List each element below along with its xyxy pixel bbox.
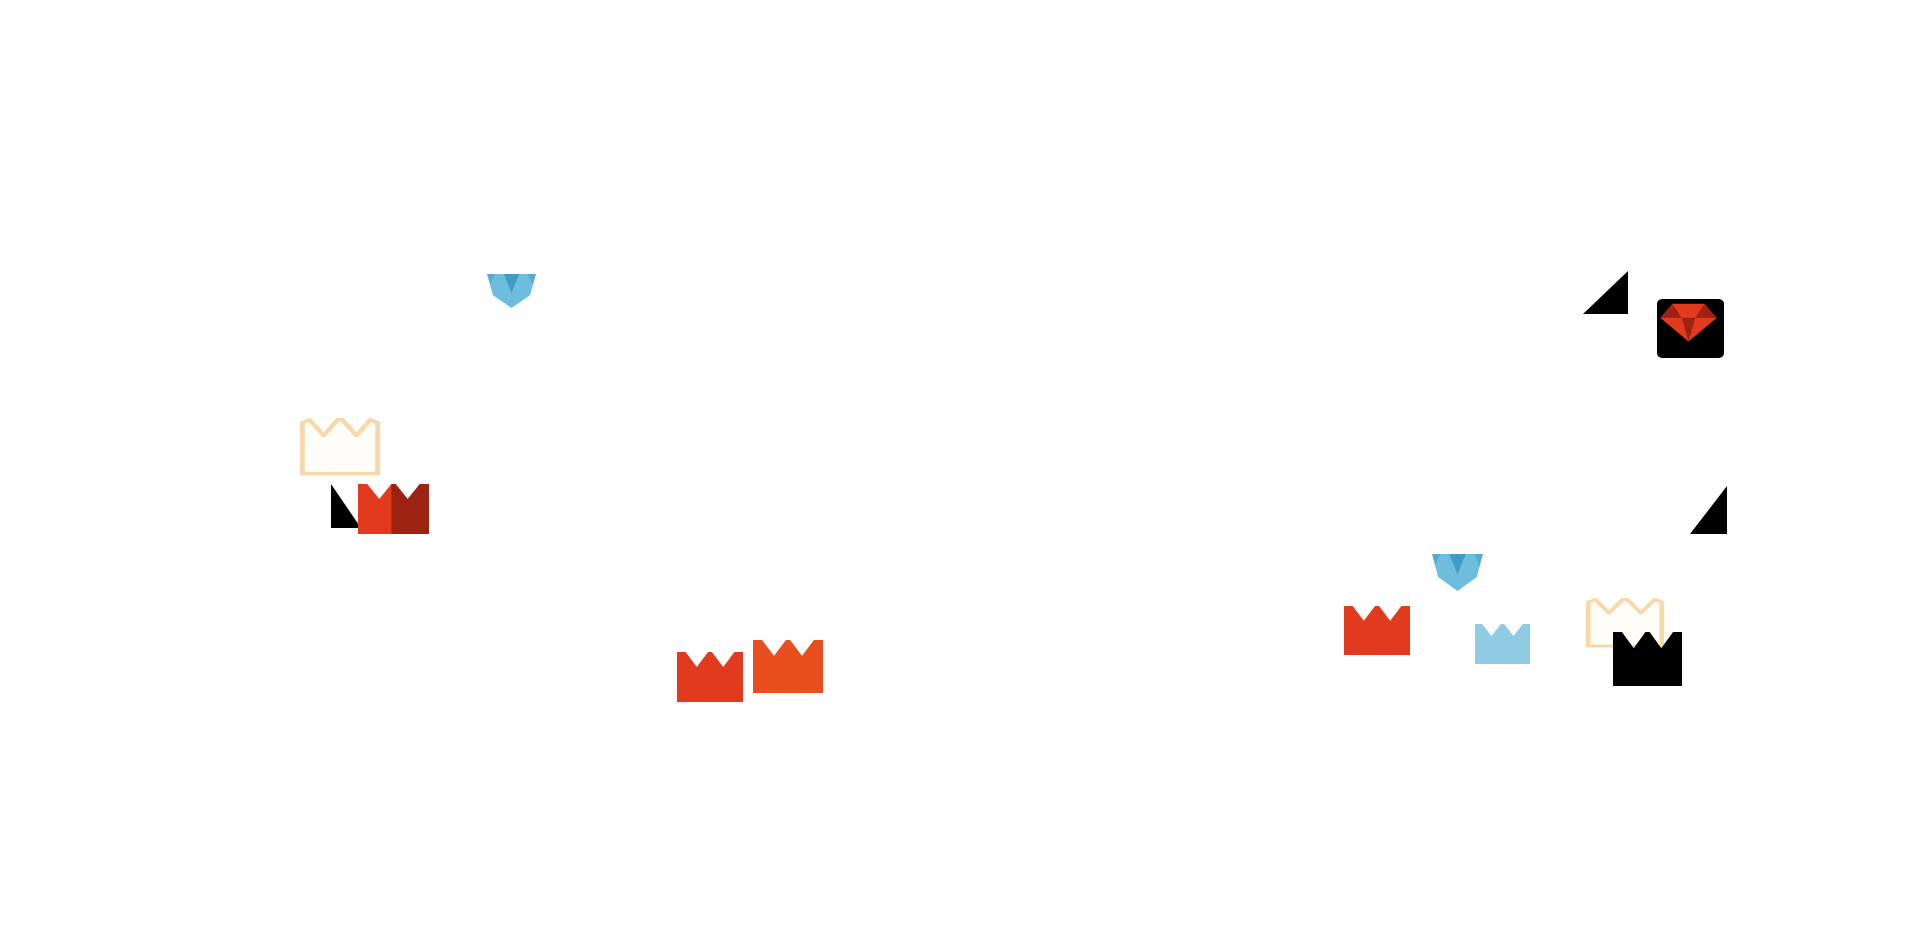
black-shard-3[interactable] (1690, 486, 1727, 534)
black-gem-1-icon (1613, 632, 1682, 686)
blue-gem-crown-1[interactable] (487, 274, 536, 308)
blue-gem-crown-2[interactable] (1432, 554, 1483, 591)
ghost-gem-1[interactable] (299, 418, 381, 476)
red-gem-4[interactable] (753, 640, 823, 693)
blue-gem-1-icon (1475, 624, 1530, 664)
red-gem-2-icon (1344, 606, 1410, 655)
red-gem-4-icon (753, 640, 823, 693)
red-gem-3-icon (677, 652, 743, 702)
red-gem-3[interactable] (677, 652, 743, 702)
red-gem-1[interactable] (358, 484, 429, 534)
black-shard-1-icon (1583, 271, 1628, 314)
ghost-gem-1-icon (299, 418, 381, 476)
red-gem-2[interactable] (1344, 606, 1410, 655)
black-gem-1[interactable] (1613, 632, 1682, 686)
blue-gem-crown-1-icon (487, 274, 536, 308)
black-shard-2[interactable] (331, 484, 361, 528)
blue-gem-crown-2-icon (1432, 554, 1483, 591)
black-shard-2-icon (331, 484, 361, 528)
red-gem-1-icon (358, 484, 429, 534)
red-gem-diamond-1-icon (1657, 299, 1724, 358)
black-shard-1[interactable] (1583, 271, 1628, 314)
red-gem-diamond-1[interactable] (1657, 299, 1724, 358)
blue-gem-1[interactable] (1475, 624, 1530, 664)
black-shard-3-icon (1690, 486, 1727, 534)
